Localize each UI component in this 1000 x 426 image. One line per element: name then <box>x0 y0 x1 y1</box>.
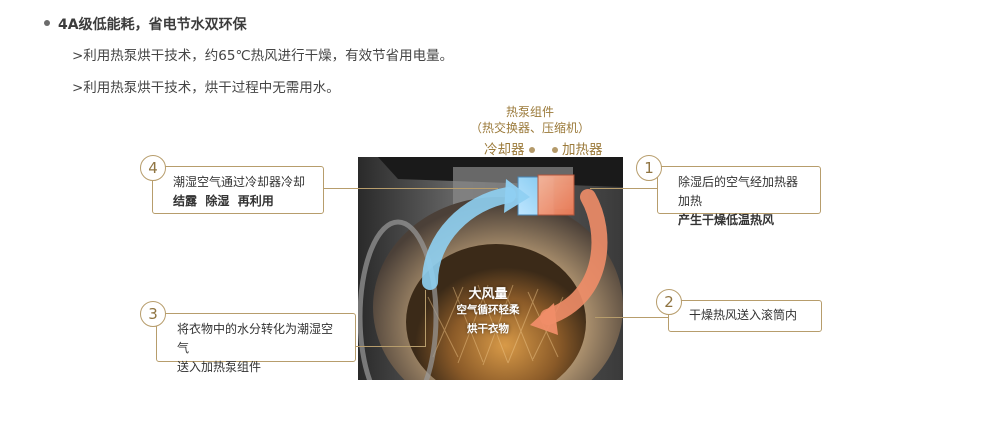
heat-pump-label: 热泵组件 <box>505 105 554 119</box>
step-2-number: 2 <box>656 289 682 315</box>
bullet-dot <box>44 20 50 26</box>
cool-arrow-head <box>504 179 530 213</box>
heater-block <box>537 174 575 216</box>
step-1-line-1: 除湿后的空气经加热器加热 <box>678 175 799 208</box>
center-title: 大风量 <box>468 287 508 302</box>
section-heading: 4A级低能耗，省电节水双环保 <box>44 14 247 34</box>
connector-3-vertical <box>425 290 426 347</box>
step-2-box: 干燥热风送入滚筒内 <box>668 300 822 332</box>
connector-2 <box>595 317 668 318</box>
heading-text: 4A级低能耗，省电节水双环保 <box>58 17 247 33</box>
cooler-label: 冷却器 <box>484 138 539 158</box>
cooler-text: 冷却器 <box>484 142 525 158</box>
heat-pump-sub-label: （热交换器、压缩机） <box>469 121 590 135</box>
hot-arrow-head <box>530 303 558 335</box>
step-3-number: 3 <box>140 301 166 327</box>
hot-air-arrow <box>540 189 608 325</box>
center-line-2: 烘干衣物 <box>467 323 509 335</box>
step-1-number: 1 <box>636 155 662 181</box>
feature-point-2: >利用热泵烘干技术，烘干过程中无需用水。 <box>72 80 340 96</box>
cool-air-arrow <box>422 187 516 290</box>
dryer-cutaway-image <box>358 157 623 380</box>
step-4-number: 4 <box>140 155 166 181</box>
step-4-line-2: 结露 除湿 再利用 <box>173 194 274 208</box>
heater-label: 加热器 <box>548 138 603 158</box>
step-3-line-2: 送入加热泵组件 <box>177 360 262 374</box>
feature-point-1: >利用热泵烘干技术，约65℃热风进行干燥，有效节省用电量。 <box>72 48 454 64</box>
step-1-line-2: 产生干燥低温热风 <box>678 213 775 227</box>
connector-4 <box>324 188 498 189</box>
step-4-line-1: 潮湿空气通过冷却器冷却 <box>173 175 306 189</box>
center-line-1: 空气循环轻柔 <box>456 304 520 316</box>
dryer-illustration <box>358 157 623 380</box>
step-2-line-1: 干燥热风送入滚筒内 <box>689 308 798 322</box>
heater-marker <box>552 147 558 153</box>
step-4-box: 潮湿空气通过冷却器冷却 结露 除湿 再利用 <box>152 166 324 214</box>
connector-3 <box>356 346 426 347</box>
step-1-box: 除湿后的空气经加热器加热 产生干燥低温热风 <box>657 166 821 227</box>
step-3-box: 将衣物中的水分转化为潮湿空气 送入加热泵组件 <box>156 313 356 374</box>
connector-1 <box>590 188 657 189</box>
heater-text: 加热器 <box>562 142 603 158</box>
cooler-marker <box>528 147 535 153</box>
step-3-line-1: 将衣物中的水分转化为潮湿空气 <box>177 322 334 355</box>
